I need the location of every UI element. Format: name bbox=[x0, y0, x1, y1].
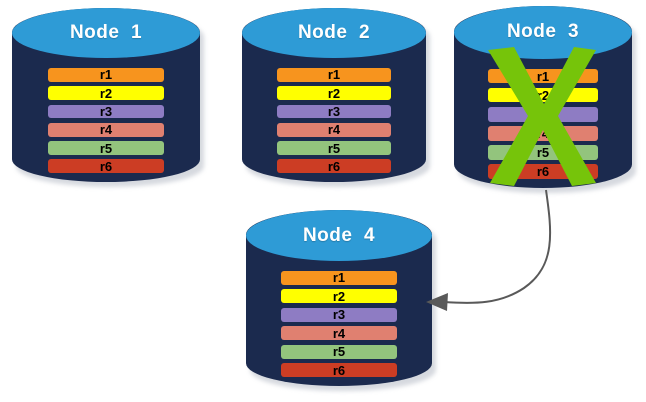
row-bar-r6[interactable]: r6 bbox=[487, 164, 599, 180]
row-bar-r6[interactable]: r6 bbox=[281, 362, 397, 378]
node-2[interactable]: Node 2 r1 r2 r3 r4 r5 r6 bbox=[242, 8, 430, 187]
row-label-r4: r4 bbox=[332, 325, 346, 341]
node-4-rows: r1 r2 r3 r4 r5 r6 bbox=[281, 270, 397, 378]
node-1[interactable]: Node 1 r1 r2 r3 r4 r5 r6 bbox=[12, 8, 204, 187]
node-1-top-ellipse bbox=[12, 8, 200, 59]
row-bar-r3[interactable]: r3 bbox=[47, 104, 165, 120]
row-label-r5: r5 bbox=[327, 140, 341, 156]
row-label-r3: r3 bbox=[99, 104, 113, 120]
row-bar-r1[interactable]: r1 bbox=[281, 270, 397, 286]
node-3-top-ellipse bbox=[454, 6, 632, 59]
row-label-r2: r2 bbox=[327, 85, 341, 101]
row-bar-r4[interactable]: r4 bbox=[47, 122, 165, 138]
row-bar-r5[interactable]: r5 bbox=[281, 344, 397, 360]
node-2-top-ellipse bbox=[242, 8, 426, 59]
row-bar-r4[interactable]: r4 bbox=[276, 122, 392, 138]
node-2-rows: r1 r2 r3 r4 r5 r6 bbox=[276, 67, 392, 174]
row-label-r2: r2 bbox=[332, 288, 346, 304]
row-label-r1: r1 bbox=[332, 270, 346, 286]
row-label-r6: r6 bbox=[536, 164, 550, 180]
row-label-r1: r1 bbox=[327, 67, 341, 83]
row-bar-r5[interactable]: r5 bbox=[276, 140, 392, 156]
row-label-r3: r3 bbox=[327, 104, 341, 120]
row-bar-r3[interactable]: r3 bbox=[281, 307, 397, 323]
node-4-top-ellipse bbox=[246, 210, 432, 262]
row-bar-r1[interactable]: r1 bbox=[487, 68, 599, 84]
row-bar-r1[interactable]: r1 bbox=[47, 67, 165, 83]
row-label-r3: r3 bbox=[536, 106, 550, 122]
row-bar-r2[interactable]: r2 bbox=[281, 288, 397, 304]
row-bar-r3[interactable]: r3 bbox=[487, 106, 599, 122]
row-label-r3: r3 bbox=[332, 307, 346, 323]
row-bar-r4[interactable]: r4 bbox=[487, 125, 599, 141]
node-3-rows: r1 r2 r3 r4 r5 r6 bbox=[487, 68, 599, 180]
row-bar-r5[interactable]: r5 bbox=[47, 140, 165, 156]
row-label-r4: r4 bbox=[536, 125, 550, 141]
row-bar-r2[interactable]: r2 bbox=[487, 87, 599, 103]
row-label-r5: r5 bbox=[332, 344, 346, 360]
row-label-r2: r2 bbox=[536, 87, 550, 103]
row-label-r6: r6 bbox=[327, 158, 341, 174]
row-bar-r6[interactable]: r6 bbox=[276, 158, 392, 174]
row-bar-r2[interactable]: r2 bbox=[47, 85, 165, 101]
row-bar-r1[interactable]: r1 bbox=[276, 67, 392, 83]
row-bar-r5[interactable]: r5 bbox=[487, 144, 599, 160]
row-label-r2: r2 bbox=[99, 85, 113, 101]
row-label-r5: r5 bbox=[536, 144, 550, 160]
node-3[interactable]: Node 3 r1 r2 r3 r4 r5 r6 bbox=[454, 6, 636, 193]
row-label-r5: r5 bbox=[99, 140, 113, 156]
node-4[interactable]: Node 4 r1 r2 r3 r4 r5 r6 bbox=[246, 210, 436, 391]
row-label-r1: r1 bbox=[536, 68, 550, 84]
row-bar-r3[interactable]: r3 bbox=[276, 104, 392, 120]
node-1-rows: r1 r2 r3 r4 r5 r6 bbox=[47, 67, 165, 174]
row-label-r4: r4 bbox=[327, 122, 341, 138]
row-label-r4: r4 bbox=[99, 122, 113, 138]
row-bar-r4[interactable]: r4 bbox=[281, 325, 397, 341]
row-bar-r6[interactable]: r6 bbox=[47, 158, 165, 174]
row-label-r1: r1 bbox=[99, 67, 113, 83]
row-bar-r2[interactable]: r2 bbox=[276, 85, 392, 101]
row-label-r6: r6 bbox=[99, 158, 113, 174]
row-label-r6: r6 bbox=[332, 362, 346, 378]
